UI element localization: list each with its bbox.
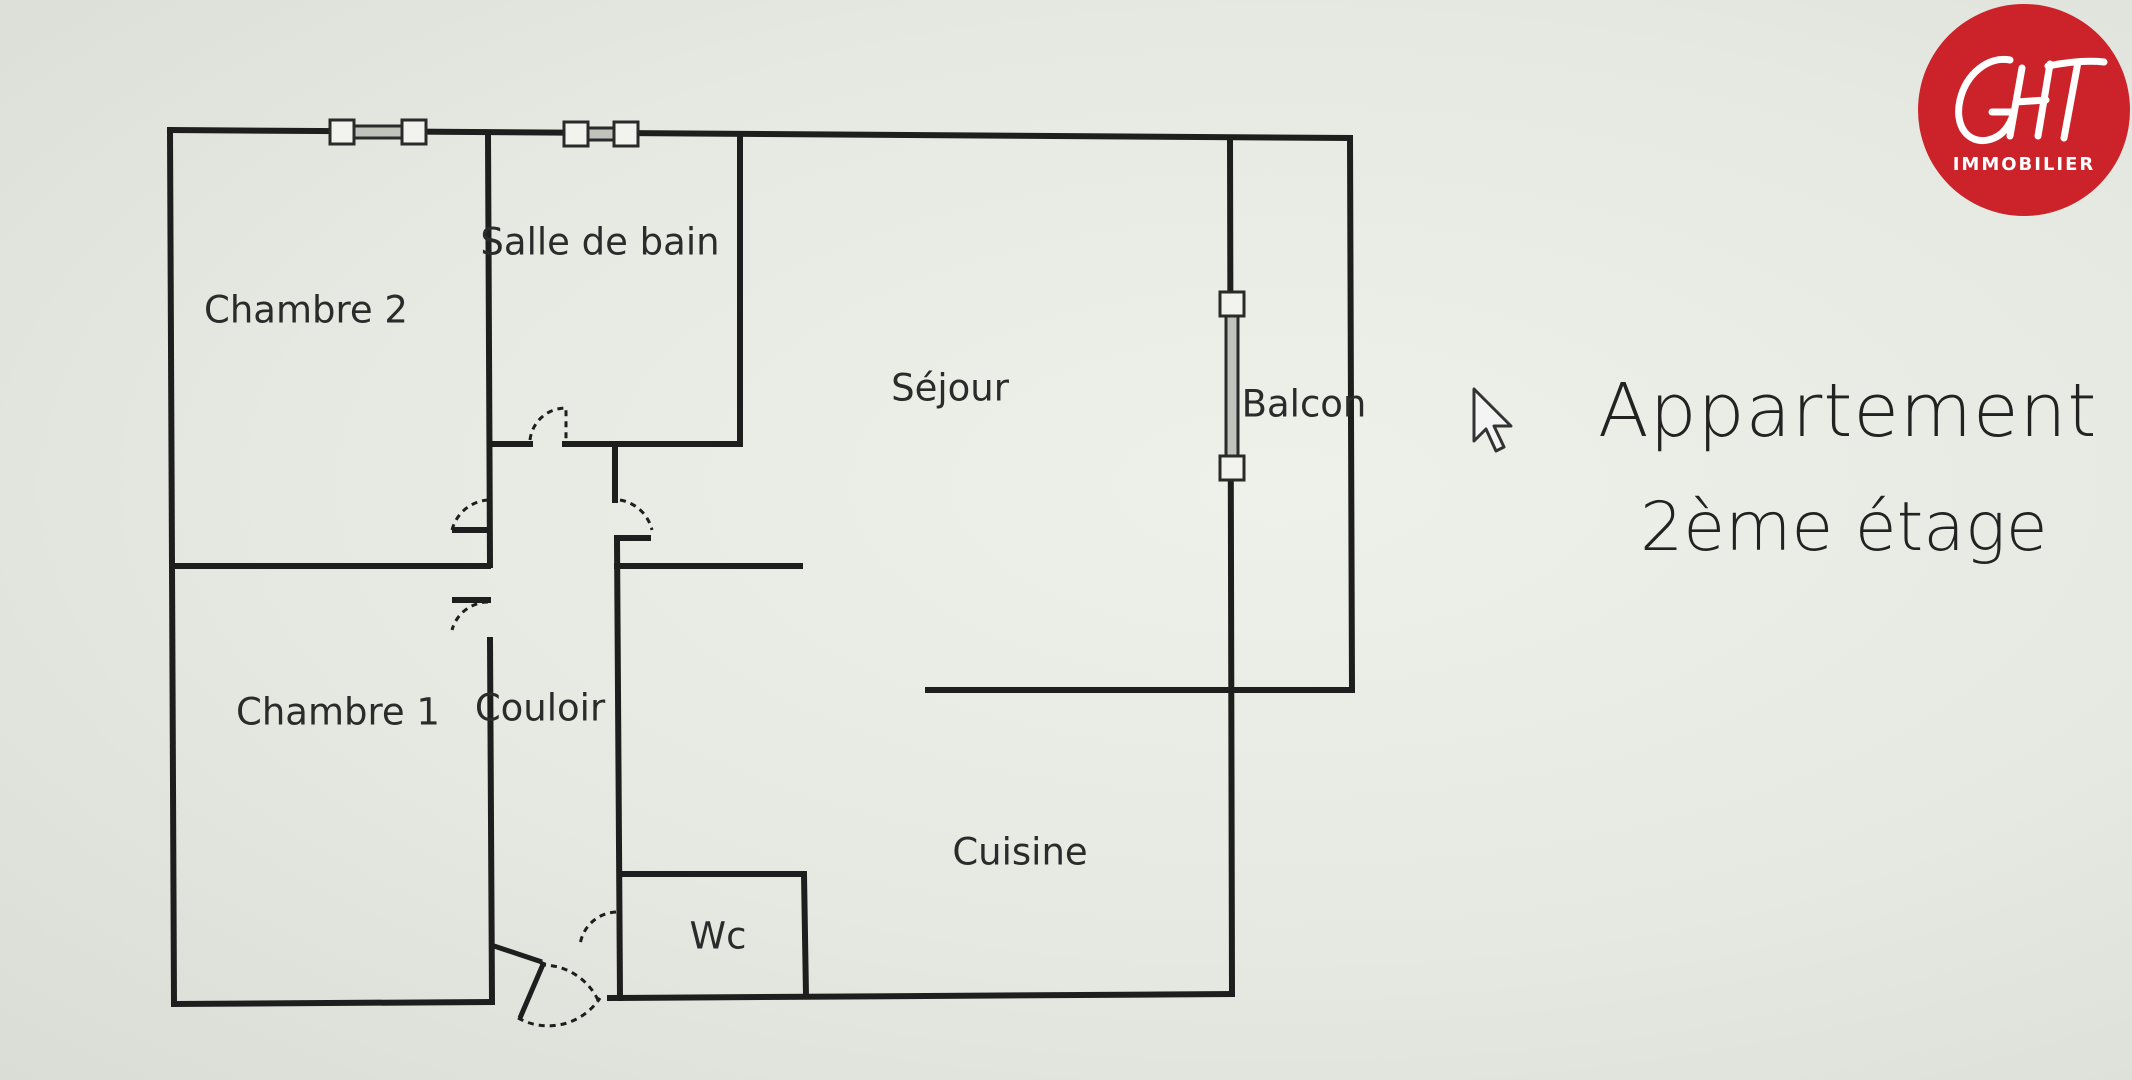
room-label-couloir: Couloir bbox=[474, 686, 606, 730]
mouse-cursor-icon bbox=[1472, 387, 1513, 453]
door-swing-wc bbox=[578, 910, 617, 946]
wall-chambre2-right bbox=[484, 130, 494, 569]
window-balcony bbox=[1218, 290, 1246, 482]
wall-corridor-right bbox=[613, 536, 624, 1002]
room-label-sejour: Séjour bbox=[891, 366, 1009, 410]
door-swing-entry bbox=[517, 963, 602, 1028]
sejour-right-wall bbox=[1226, 134, 1236, 998]
title-appartement: Appartement bbox=[1598, 368, 2098, 454]
balcony-outer-right bbox=[1346, 134, 1356, 694]
wall-wc-top bbox=[617, 871, 810, 1000]
door-swing-chambre1 bbox=[450, 600, 489, 631]
ght-immobilier-logo: IMMOBILIER bbox=[1918, 4, 2130, 216]
room-label-chambre2: Chambre 2 bbox=[204, 288, 408, 332]
logo-subtitle: IMMOBILIER bbox=[1952, 154, 2096, 175]
room-label-cuisine: Cuisine bbox=[952, 830, 1088, 874]
room-label-wc: Wc bbox=[689, 914, 747, 958]
ght-monogram-icon bbox=[1955, 55, 2108, 145]
wall-chambre1-right bbox=[486, 636, 496, 1006]
title-floor: 2ème étage bbox=[1640, 488, 2048, 567]
door-swing-chambre2 bbox=[450, 498, 489, 531]
window-chambre2 bbox=[328, 118, 428, 146]
entry-door-leaf-2 bbox=[517, 961, 547, 1019]
outer-wall-bottom-right bbox=[606, 990, 1236, 1002]
door-swing-sejour bbox=[619, 498, 654, 531]
entry-door-leaf-1 bbox=[493, 943, 543, 965]
window-bath bbox=[562, 120, 640, 148]
room-label-chambre1: Chambre 1 bbox=[236, 690, 440, 734]
room-label-salle-de-bain: Salle de bain bbox=[480, 220, 720, 264]
outer-wall-bottom bbox=[170, 998, 494, 1008]
door-swing-bath bbox=[528, 406, 568, 441]
room-label-balcon: Balcon bbox=[1241, 382, 1367, 426]
